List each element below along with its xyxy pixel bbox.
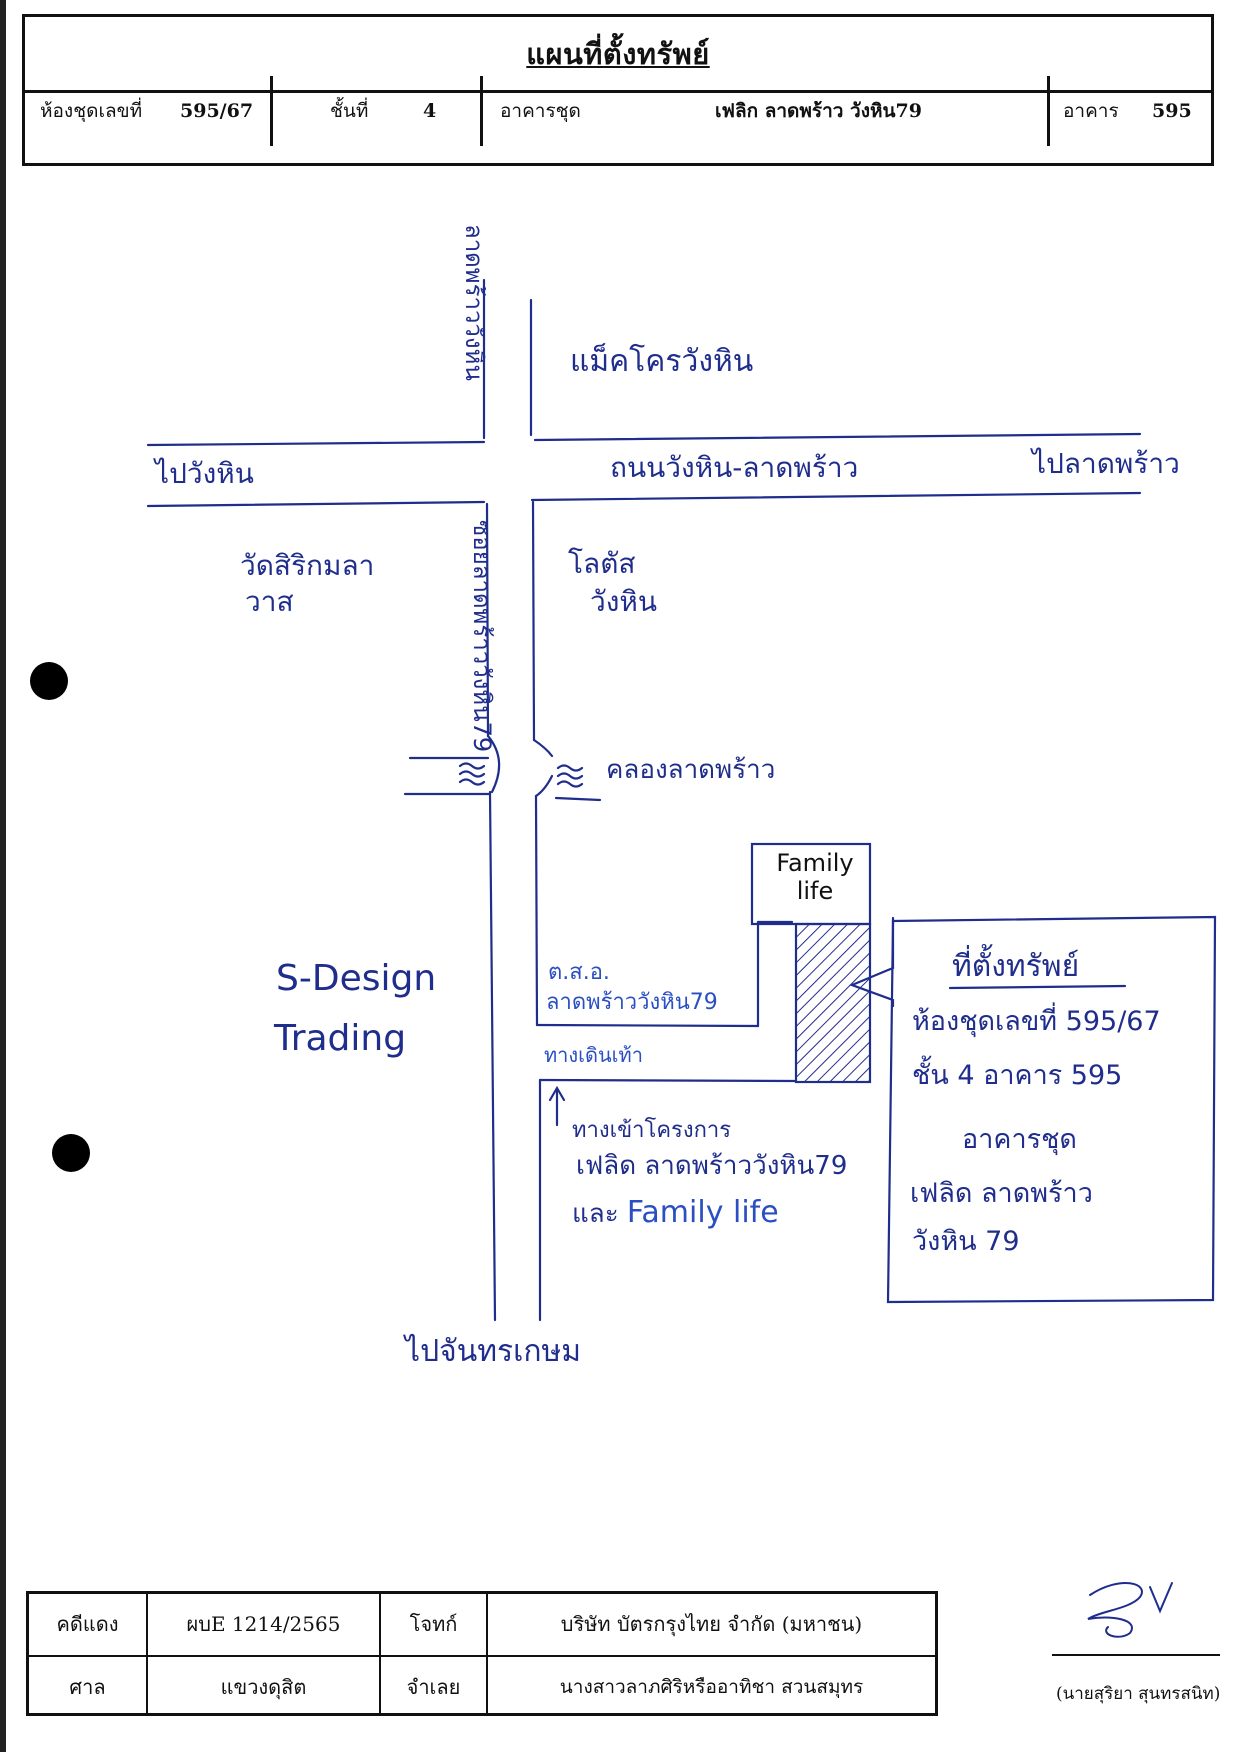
- to-wanghin-label: ไปวังหิน: [155, 457, 254, 490]
- main-road-top-edge-east: [533, 432, 1142, 442]
- case-table: คดีแดง ผบE 1214/2565 โจทก์ บริษัท บัตรกร…: [26, 1591, 938, 1716]
- bridge-east-curve: [532, 738, 554, 798]
- floor-value: 4: [423, 100, 437, 122]
- title-row: แผนที่ตั้งทรัพย์: [25, 17, 1211, 93]
- main-road-bottom-edge-west: [146, 500, 486, 508]
- box-title: ที่ตั้งทรัพย์: [952, 949, 1080, 984]
- entrance-label-line2: เฟลิด ลาดพร้าววังหิน79: [576, 1151, 848, 1181]
- case-label: คดีแดง: [56, 1612, 119, 1636]
- soi-south-left-edge: [485, 502, 490, 738]
- map-drawing: [146, 278, 1217, 1322]
- to-ladprao-label: ไปลาดพร้าว: [1032, 447, 1180, 480]
- court-value: แขวงดุสิต: [220, 1675, 307, 1699]
- court-label: ศาล: [69, 1675, 106, 1699]
- soi-south-label: ซอยลาดพร้าววังหิน79: [468, 520, 496, 753]
- family-life-label: Family life: [776, 849, 854, 905]
- header-divider: [480, 76, 483, 146]
- walkway-bottom-edge: [538, 1078, 797, 1083]
- case-table-col-divider: [146, 1594, 148, 1713]
- canal-east-edge: [554, 796, 602, 802]
- signature-mark: [1087, 1582, 1173, 1638]
- canal-label: คลองลาดพร้าว: [606, 755, 776, 785]
- case-table-row-divider: [29, 1655, 935, 1657]
- signature-line: [1052, 1654, 1220, 1656]
- main-road-top-edge-west: [146, 440, 486, 447]
- main-road-bottom-edge-east: [530, 491, 1142, 502]
- plaintiff-label: โจทก์: [409, 1612, 458, 1636]
- header-divider: [270, 76, 273, 146]
- header-divider: [1047, 76, 1050, 146]
- condo-value: เฟลิก ลาดพร้าว วังหิน79: [715, 100, 922, 122]
- building-value: 595: [1152, 100, 1192, 122]
- property-hatched-area: [794, 922, 872, 1084]
- entrance-label-line3: และ Family life: [572, 1195, 779, 1231]
- temple-label-line1: วัดสิริกมลา: [240, 549, 375, 582]
- soi-south-left-edge-lower: [488, 790, 497, 1322]
- punch-hole: [30, 662, 68, 700]
- defendant-label: จำเลย: [406, 1675, 461, 1699]
- canal-wave-east: [556, 764, 584, 788]
- box-line4: เฟลิด ลาดพร้าว: [910, 1178, 1093, 1209]
- punch-hole: [52, 1134, 90, 1172]
- market-label: แม็คโครวังหิน: [570, 344, 754, 379]
- sdesign-label-line2: Trading: [274, 1018, 407, 1059]
- defendant-value: นางสาวลาภศิริหรืออาทิชา สวนสมุทร: [559, 1676, 864, 1698]
- building-label: อาคาร: [1063, 100, 1119, 122]
- main-road-label: ถนนวังหิน-ลาดพร้าว: [610, 451, 859, 484]
- box-title-underline: [948, 984, 1127, 990]
- box-line5: วังหิน 79: [912, 1226, 1020, 1257]
- header-table: แผนที่ตั้งทรัพย์: [22, 14, 1214, 166]
- condo-label: อาคารชุด: [500, 100, 581, 122]
- sdesign-label-line1: S-Design: [276, 958, 437, 999]
- canal-wave-west: [458, 762, 486, 786]
- entrance-label-prefix: และ: [572, 1199, 619, 1229]
- case-table-col-divider: [486, 1594, 488, 1713]
- page-title: แผนที่ตั้งทรัพย์: [526, 36, 710, 71]
- unit-value: 595/67: [180, 100, 254, 122]
- box-line1: ห้องชุดเลขที่ 595/67: [912, 1006, 1161, 1037]
- soi-south-right-edge: [531, 500, 536, 742]
- entrance-arrow-head: [548, 1085, 566, 1102]
- info-box: [886, 915, 1217, 1304]
- soi-north-label: ลาดพร้าววังหิน: [460, 224, 488, 381]
- entrance-label-family-life: Family life: [626, 1195, 779, 1230]
- sor-label-line2: ลาดพร้าววังหิน79: [546, 990, 718, 1015]
- floor-label: ชั้นที่: [330, 100, 369, 122]
- box-line2: ชั้น 4 อาคาร 595: [912, 1060, 1123, 1091]
- box-line3: อาคารชุด: [962, 1124, 1077, 1155]
- to-chantharakasem-label: ไปจันทรเกษม: [405, 1334, 582, 1369]
- lotus-label-line1: โลตัส: [568, 547, 636, 580]
- case-value: ผบE 1214/2565: [186, 1612, 341, 1636]
- sor-label-line1: ต.ส.อ.: [548, 960, 610, 985]
- bridge-west-curve: [486, 734, 501, 794]
- temple-label-line2: วาส: [245, 585, 294, 618]
- page-edge: [0, 0, 6, 1752]
- signer-name: (นายสุริยา สุนทรสนิท): [1056, 1684, 1221, 1704]
- plaintiff-value: บริษัท บัตรกรุงไทย จำกัด (มหาชน): [560, 1612, 863, 1636]
- entrance-label-line1: ทางเข้าโครงการ: [572, 1118, 732, 1143]
- unit-label: ห้องชุดเลขที่: [40, 100, 143, 122]
- soi-south-right-edge-mid: [534, 794, 539, 1027]
- walkway-label: ทางเดินเท้า: [544, 1043, 643, 1067]
- walkway-top-edge: [535, 1023, 760, 1028]
- case-table-col-divider: [379, 1594, 381, 1713]
- lotus-label-line2: วังหิน: [590, 585, 657, 618]
